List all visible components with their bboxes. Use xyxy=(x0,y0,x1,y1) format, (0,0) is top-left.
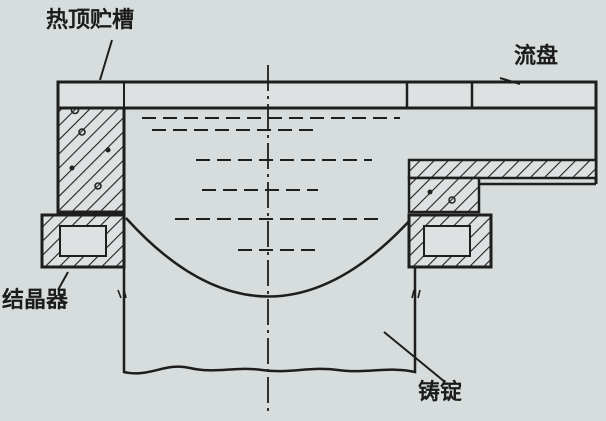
hot-top-reservoir-label: 热顶贮槽 xyxy=(46,8,135,33)
launder-channel xyxy=(407,82,598,186)
crystallizer-right xyxy=(407,213,493,269)
water-spray xyxy=(117,289,421,299)
liquid-sump xyxy=(125,217,413,298)
reservoir-top-plate xyxy=(56,80,598,110)
ingot-label: 铸锭 xyxy=(418,380,463,405)
label-leaders xyxy=(57,39,521,383)
ingot-body xyxy=(122,228,417,375)
crystallizer-left xyxy=(40,213,126,269)
crystallizer-label: 结晶器 xyxy=(2,288,69,313)
liquid-level-lines xyxy=(142,117,400,251)
launder-label: 流盘 xyxy=(514,44,559,69)
right-hot-top-block xyxy=(407,176,481,214)
